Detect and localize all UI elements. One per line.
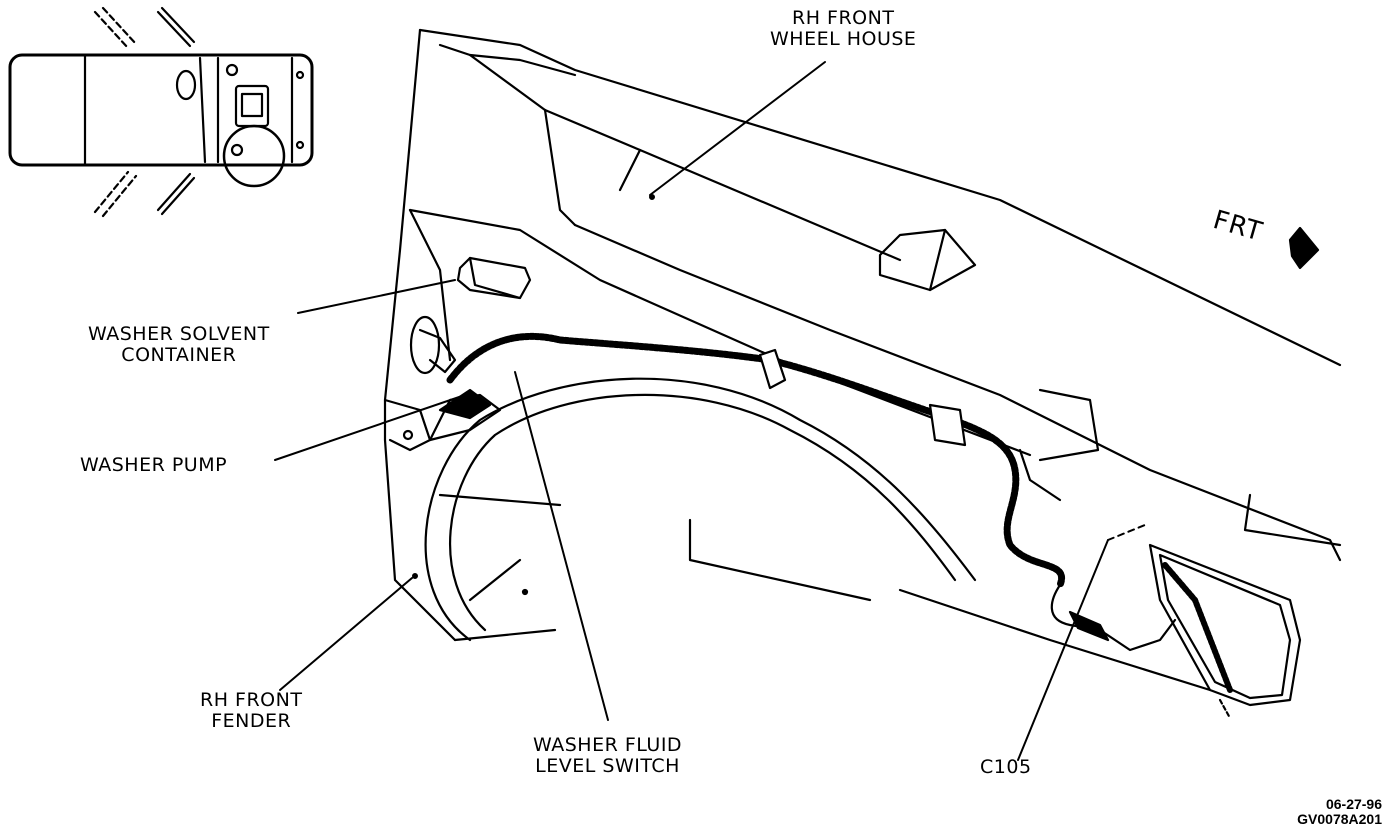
figure-code: 06-27-96 GV0078A201: [1297, 797, 1382, 827]
headlamp-bracket: [1148, 543, 1302, 720]
vehicle-locator-inset: [8, 6, 314, 218]
label-line: CONTAINER: [121, 344, 237, 366]
label-line: RH FRONT: [200, 689, 303, 711]
washer-pump: [428, 388, 502, 442]
label-rh-front-wheel-house: RH FRONT WHEEL HOUSE: [770, 8, 916, 50]
arrow-right-icon: [1288, 226, 1320, 270]
label-c105: C105: [980, 757, 1032, 778]
figure-id: GV0078A201: [1297, 811, 1382, 827]
label-line: C105: [980, 756, 1032, 778]
label-line: RH FRONT: [792, 7, 895, 29]
leader-fender: [279, 577, 413, 691]
leader-switch: [514, 371, 609, 721]
label-line: WASHER PUMP: [80, 454, 228, 476]
label-line: WASHER SOLVENT: [88, 323, 270, 345]
label-line: FENDER: [211, 710, 292, 732]
label-washer-solvent-container: WASHER SOLVENT CONTAINER: [88, 324, 270, 366]
label-washer-pump: WASHER PUMP: [80, 455, 227, 476]
label-line: WASHER FLUID: [533, 734, 683, 756]
wiring-harness: [446, 332, 1177, 652]
label-rh-front-fender: RH FRONT FENDER: [200, 690, 302, 732]
leader-solvent: [297, 279, 456, 314]
washer-solvent-container: [383, 256, 532, 452]
leader-lines: [274, 61, 1146, 761]
label-line: LEVEL SWITCH: [535, 755, 680, 777]
engine-bay-drawing: [383, 28, 1342, 692]
figure-date: 06-27-96: [1325, 796, 1382, 812]
leader-connector: [1017, 539, 1109, 761]
label-line: WHEEL HOUSE: [770, 28, 917, 50]
wheel-arch: [424, 377, 977, 642]
leader-wheel-house: [649, 61, 826, 196]
label-washer-fluid-level-switch: WASHER FLUID LEVEL SWITCH: [533, 735, 682, 777]
leader-pump: [274, 394, 466, 461]
